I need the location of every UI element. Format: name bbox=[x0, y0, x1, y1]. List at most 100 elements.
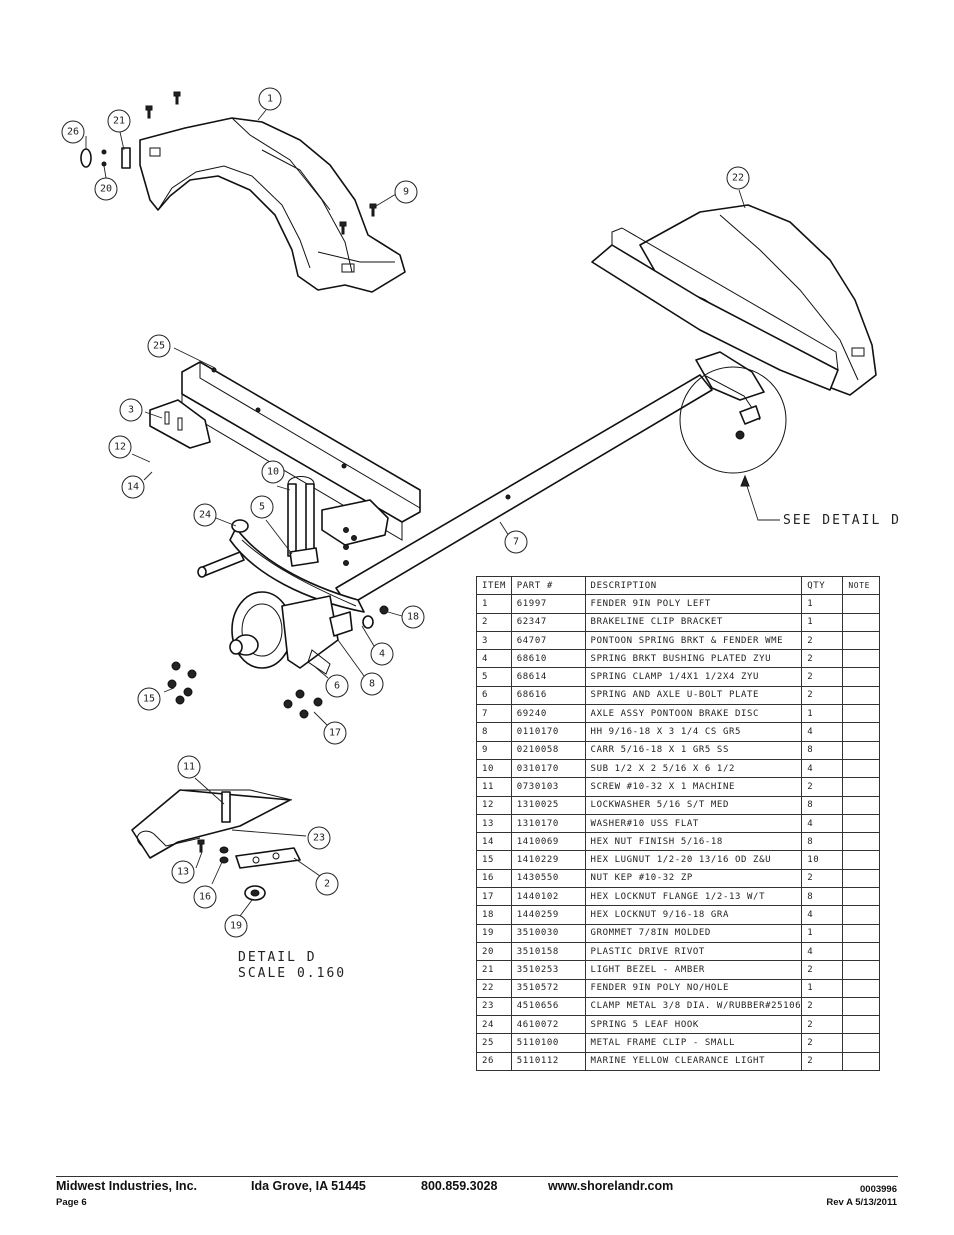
cell-part-number: 0730103 bbox=[510, 777, 586, 797]
footer-page-number: Page 6 bbox=[56, 1197, 87, 1208]
cell-description: HEX LOCKNUT FLANGE 1/2-13 W/T bbox=[584, 887, 803, 907]
cell-item: 10 bbox=[476, 758, 512, 779]
cell-item: 5 bbox=[476, 667, 512, 687]
cell-part-number: 0310170 bbox=[510, 758, 586, 779]
balloon-item-7: 7 bbox=[504, 530, 528, 554]
svg-text:26: 26 bbox=[67, 127, 79, 138]
cell-qty: 1 bbox=[801, 594, 844, 614]
cell-note bbox=[842, 850, 880, 870]
balloon-item-11: 11 bbox=[177, 755, 201, 779]
cell-note bbox=[842, 996, 880, 1017]
svg-text:17: 17 bbox=[329, 728, 341, 739]
balloon-item-14: 14 bbox=[121, 475, 145, 499]
cell-item: 14 bbox=[476, 832, 512, 852]
cell-description: METAL FRAME CLIP - SMALL bbox=[584, 1033, 803, 1053]
footer-doc-number: 0003996 bbox=[860, 1184, 897, 1195]
fender-right-part bbox=[591, 204, 877, 425]
cell-note bbox=[842, 649, 880, 669]
cell-part-number: 3510253 bbox=[510, 960, 586, 980]
leaf-spring-part bbox=[197, 476, 365, 613]
balloon-item-26: 26 bbox=[61, 120, 85, 144]
balloon-item-25: 25 bbox=[147, 334, 171, 358]
cell-part-number: 1440102 bbox=[510, 887, 586, 907]
cell-qty: 4 bbox=[801, 905, 844, 925]
cell-description: HEX NUT FINISH 5/16-18 bbox=[584, 832, 803, 852]
balloon-item-24: 24 bbox=[193, 503, 217, 527]
cell-description: HEX LOCKNUT 9/16-18 GRA bbox=[584, 905, 803, 925]
cell-item: 13 bbox=[476, 813, 512, 834]
cell-qty: 4 bbox=[801, 813, 844, 834]
cell-item: 25 bbox=[476, 1033, 512, 1053]
svg-text:6: 6 bbox=[334, 681, 340, 692]
svg-text:14: 14 bbox=[127, 482, 139, 493]
cell-item: 7 bbox=[476, 704, 512, 724]
cell-qty: 2 bbox=[801, 960, 844, 980]
footer-phone: 800.859.3028 bbox=[421, 1179, 498, 1193]
cell-note bbox=[842, 1051, 880, 1072]
cell-note bbox=[842, 740, 880, 760]
footer-company: Midwest Industries, Inc. bbox=[56, 1179, 197, 1193]
header-qty: QTY bbox=[801, 575, 844, 596]
item-balloons: 1 21 26 20 9 22 25 3 12 14 10 24 5 7 18 … bbox=[61, 87, 750, 938]
cell-qty: 2 bbox=[801, 667, 844, 687]
balloon-item-10: 10 bbox=[261, 460, 285, 484]
cell-description: FENDER 9IN POLY LEFT bbox=[584, 594, 803, 614]
cell-part-number: 4510656 bbox=[510, 996, 586, 1017]
cell-description: SPRING BRKT BUSHING PLATED ZYU bbox=[584, 649, 803, 669]
cell-item: 1 bbox=[476, 594, 512, 614]
svg-text:24: 24 bbox=[199, 510, 211, 521]
cell-description: AXLE ASSY PONTOON BRAKE DISC bbox=[584, 704, 803, 724]
cell-description: CARR 5/16-18 X 1 GR5 SS bbox=[584, 740, 803, 760]
svg-text:2: 2 bbox=[324, 879, 330, 890]
svg-text:5: 5 bbox=[259, 502, 265, 513]
cell-note bbox=[842, 667, 880, 687]
cell-note bbox=[842, 960, 880, 980]
header-part-number: PART # bbox=[510, 575, 586, 596]
cell-part-number: 64707 bbox=[510, 630, 586, 651]
cell-description: CLAMP METAL 3/8 DIA. W/RUBBER#25106 bbox=[584, 996, 803, 1017]
cell-item: 15 bbox=[476, 850, 512, 870]
cell-item: 23 bbox=[476, 996, 512, 1017]
balloon-item-6: 6 bbox=[325, 674, 349, 698]
cell-qty: 1 bbox=[801, 704, 844, 724]
cell-qty: 8 bbox=[801, 887, 844, 907]
detail-title: DETAIL D bbox=[238, 950, 317, 965]
footer-revision: Rev A 5/13/2011 bbox=[826, 1197, 897, 1208]
cell-description: HEX LUGNUT 1/2-20 13/16 OD Z&U bbox=[584, 850, 803, 870]
cell-item: 17 bbox=[476, 887, 512, 907]
cell-part-number: 68614 bbox=[510, 667, 586, 687]
cell-note bbox=[842, 923, 880, 943]
cell-part-number: 0110170 bbox=[510, 722, 586, 742]
cell-part-number: 61997 bbox=[510, 594, 586, 614]
cell-description: GROMMET 7/8IN MOLDED bbox=[584, 923, 803, 943]
cell-note bbox=[842, 978, 880, 998]
cell-qty: 2 bbox=[801, 777, 844, 797]
cell-description: NUT KEP #10-32 ZP bbox=[584, 868, 803, 889]
cell-item: 26 bbox=[476, 1051, 512, 1072]
svg-text:7: 7 bbox=[513, 537, 519, 548]
header-item: ITEM bbox=[476, 575, 512, 596]
leader-lines bbox=[85, 109, 746, 917]
balloon-item-18: 18 bbox=[401, 605, 425, 629]
svg-text:19: 19 bbox=[230, 921, 242, 932]
cell-part-number: 5110112 bbox=[510, 1051, 586, 1072]
svg-text:15: 15 bbox=[143, 694, 155, 705]
balloon-item-3: 3 bbox=[119, 398, 143, 422]
cell-qty: 2 bbox=[801, 868, 844, 889]
cell-qty: 8 bbox=[801, 832, 844, 852]
svg-text:18: 18 bbox=[407, 612, 419, 623]
cell-qty: 4 bbox=[801, 941, 844, 962]
see-detail-callout: SEE DETAIL D bbox=[783, 513, 901, 528]
balloon-item-1: 1 bbox=[258, 87, 282, 111]
